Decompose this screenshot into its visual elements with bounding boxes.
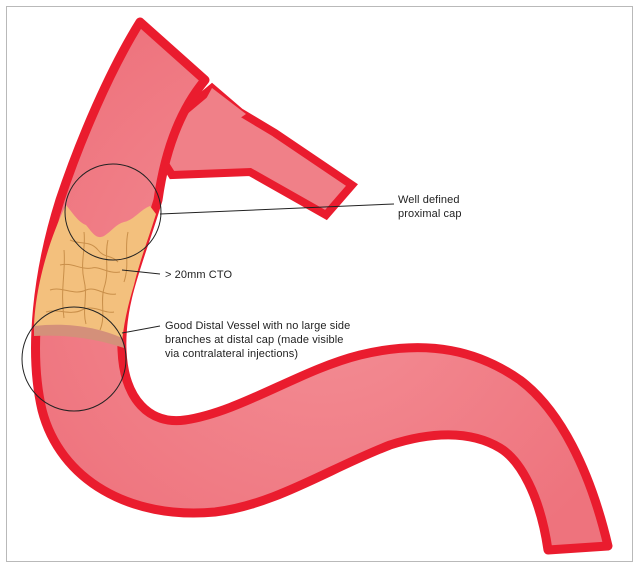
distal-vessel-leader xyxy=(122,326,160,333)
proximal-cap-leader xyxy=(160,204,394,214)
distal-vessel-label-line-1: Good Distal Vessel with no large side xyxy=(165,319,410,333)
proximal-cap-label-line-1: Well defined xyxy=(398,193,518,207)
distal-vessel-label-line-2: branches at distal cap (made visible xyxy=(165,333,410,347)
proximal-cap-label: Well defined proximal cap xyxy=(398,193,518,221)
proximal-cap-label-line-2: proximal cap xyxy=(398,207,518,221)
distal-vessel-label: Good Distal Vessel with no large side br… xyxy=(165,319,410,361)
cto-length-label: > 20mm CTO xyxy=(165,268,232,282)
distal-vessel-label-line-3: via contralateral injections) xyxy=(165,347,410,361)
